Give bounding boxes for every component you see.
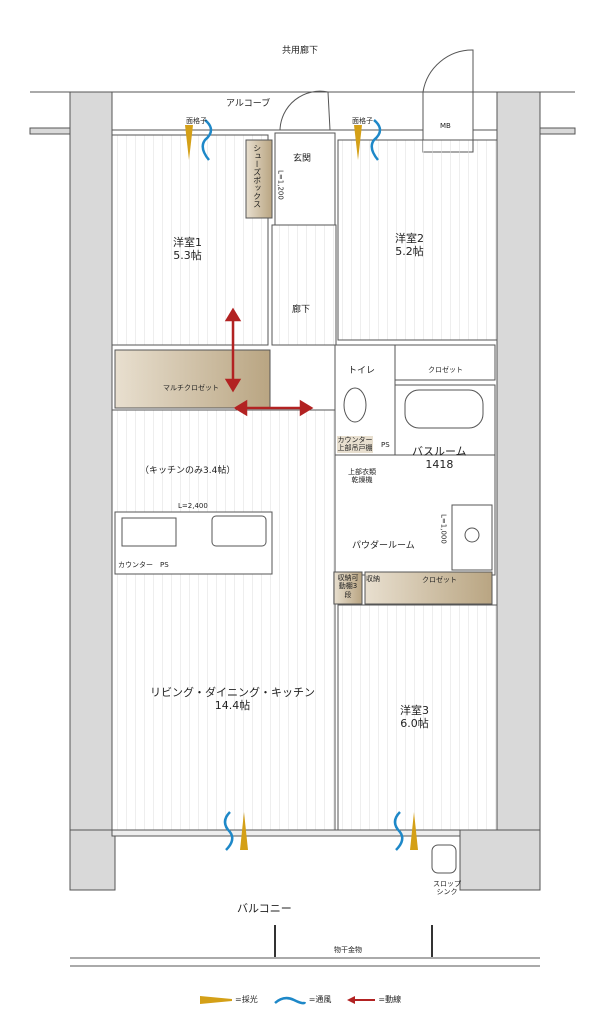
dryer-label: 上部衣類乾燥機 bbox=[348, 468, 376, 485]
alcove-label: アルコーブ bbox=[226, 99, 271, 109]
legend-item-circulation: =動線 bbox=[347, 994, 401, 1005]
counter-label: カウンター bbox=[118, 561, 153, 569]
shoe-box-label: シューズボックス bbox=[252, 144, 262, 208]
storage-label: 収納 bbox=[366, 575, 380, 583]
arrow-left-icon bbox=[347, 995, 376, 1004]
balcony-label: バルコニー bbox=[237, 902, 292, 915]
wind-wave-icon bbox=[201, 119, 404, 851]
legend-item-light: =採光 bbox=[200, 994, 258, 1005]
shoe-box-length: L=1,200 bbox=[276, 170, 285, 200]
light-cone-icon bbox=[200, 995, 232, 1004]
bathtub bbox=[404, 389, 484, 429]
toilet-label: トイレ bbox=[348, 366, 376, 376]
toilet-bowl bbox=[343, 387, 367, 423]
room2-floor bbox=[337, 139, 498, 341]
light-cone-icon bbox=[185, 125, 418, 850]
laundry-hanger-label: 物干金物 bbox=[334, 946, 362, 954]
kitchen-length: L=2,400 bbox=[178, 502, 208, 510]
kitchen-only-label: （キッチンのみ3.4帖） bbox=[140, 466, 236, 476]
entrance-floor bbox=[274, 132, 336, 226]
sink bbox=[211, 515, 267, 547]
entrance-door-swing bbox=[279, 90, 331, 131]
slop-sink-label: スロップシンク bbox=[433, 880, 461, 897]
counter-cabinet-label: カウンター上部吊戸棚 bbox=[337, 436, 373, 453]
legend-item-wind: =通風 bbox=[273, 994, 331, 1005]
closet-bottom bbox=[364, 571, 493, 605]
multi-closet bbox=[114, 349, 271, 409]
closet-top bbox=[394, 344, 496, 381]
circulation-arrow bbox=[224, 307, 314, 417]
ldk-floor bbox=[111, 409, 336, 831]
ps-label: PS bbox=[160, 561, 169, 569]
vanity bbox=[451, 504, 493, 571]
vanity-length: L=1,000 bbox=[439, 514, 448, 544]
powder-room-label: パウダールーム bbox=[352, 541, 415, 551]
common-corridor-label: 共用廊下 bbox=[282, 46, 319, 56]
multi-closet-label: マルチクロゼット bbox=[163, 384, 219, 392]
lattice-label: 面格子 bbox=[186, 117, 207, 125]
mb-label: MB bbox=[440, 122, 451, 130]
closet-label: クロゼット bbox=[428, 366, 463, 374]
shoe-box bbox=[245, 139, 273, 219]
hallway-label: 廊下 bbox=[292, 305, 311, 315]
ps-label: PS bbox=[381, 441, 390, 449]
wind-wave-icon bbox=[273, 996, 306, 1004]
slop-sink bbox=[431, 844, 457, 874]
right-wall bbox=[496, 91, 541, 833]
room1-floor bbox=[111, 134, 269, 346]
closet-label: クロゼット bbox=[422, 576, 457, 584]
left-wall bbox=[69, 91, 113, 833]
storage-shelf-label: 収納可動棚3段 bbox=[337, 574, 359, 599]
lattice-label: 面格子 bbox=[352, 117, 373, 125]
hallway-floor bbox=[271, 224, 337, 346]
room3-floor bbox=[337, 604, 498, 831]
entrance-label: 玄関 bbox=[293, 154, 312, 164]
legend: =採光 =通風 =動線 bbox=[200, 994, 401, 1005]
stove bbox=[121, 517, 177, 547]
